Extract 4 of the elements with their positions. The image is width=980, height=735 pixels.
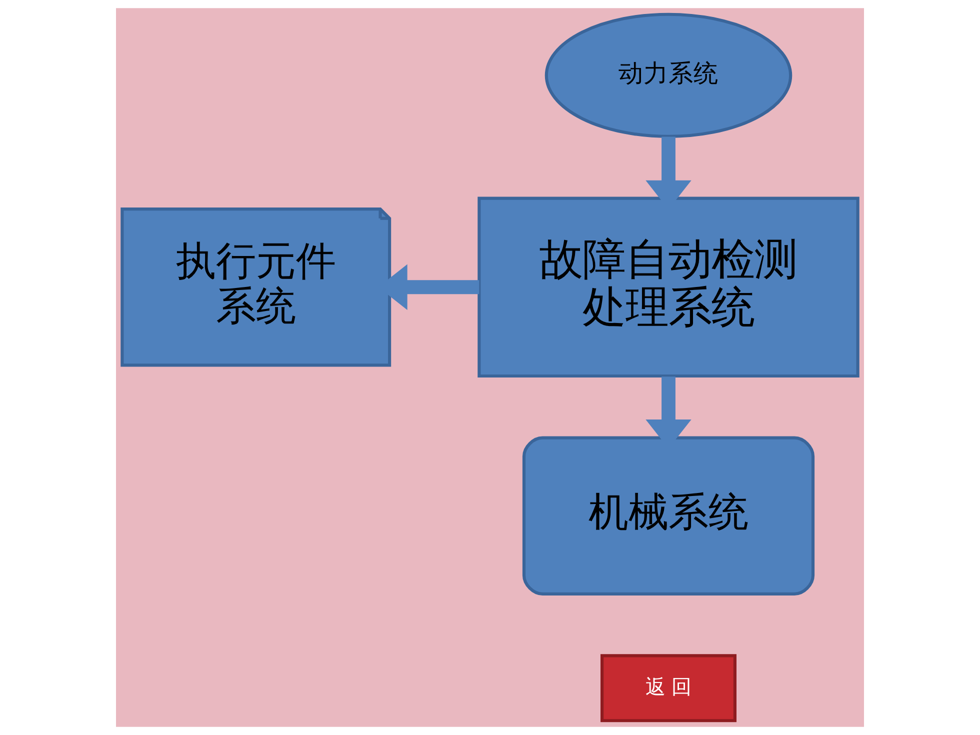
- node-box: 机械系统: [522, 436, 815, 596]
- node-ellipse: 动力系统: [544, 12, 792, 138]
- node-box: 返 回: [600, 654, 736, 722]
- node-box: 故障自动检测处理系统: [478, 196, 860, 378]
